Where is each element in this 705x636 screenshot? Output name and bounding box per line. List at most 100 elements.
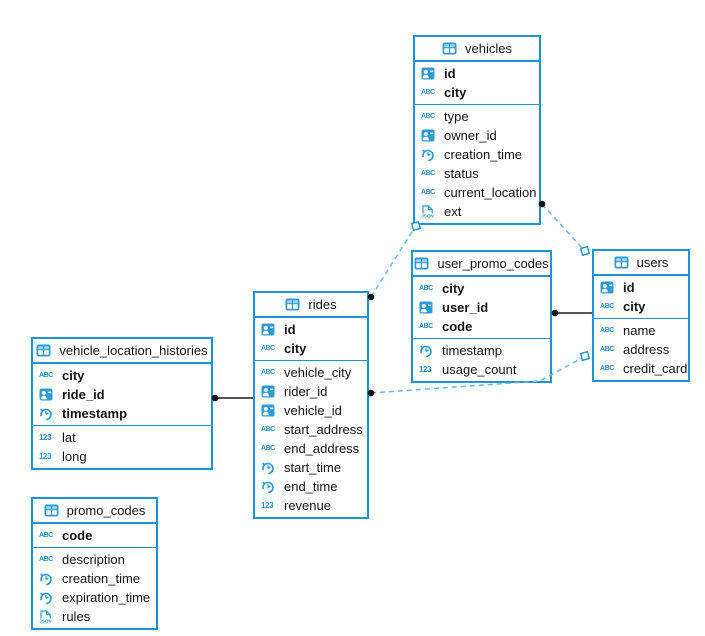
number-icon: 123 (419, 364, 432, 374)
field-row[interactable]: user_id (413, 298, 550, 317)
field-name: city (62, 368, 85, 383)
field-row[interactable]: id (415, 64, 539, 83)
timestamp-icon (39, 572, 57, 586)
table-title: user_promo_codes (437, 256, 549, 271)
string-icon: ABC (419, 323, 433, 330)
table-header[interactable]: promo_codes (33, 499, 156, 524)
field-row[interactable]: expiration_time (33, 588, 156, 607)
field-row[interactable]: id (255, 320, 367, 339)
string-icon: ABC (600, 327, 614, 334)
field-name: long (62, 449, 87, 464)
field-row[interactable]: timestamp (33, 404, 211, 423)
fields-section: timestamp 123 usage_count (413, 339, 550, 381)
number-icon: 123 (39, 432, 52, 442)
field-name: usage_count (442, 362, 517, 377)
uuid-icon (419, 301, 437, 314)
table-icon (414, 257, 432, 270)
table-title: vehicles (465, 41, 512, 56)
table-header[interactable]: user_promo_codes (413, 252, 550, 277)
relationship-end-dot (551, 309, 559, 317)
table-icon (285, 298, 303, 311)
timestamp-icon (261, 461, 279, 475)
uuid-icon (261, 404, 279, 417)
field-row[interactable]: start_time (255, 458, 367, 477)
table-header[interactable]: vehicle_location_histories (33, 339, 211, 364)
field-name: creation_time (444, 147, 523, 162)
table-header[interactable]: vehicles (415, 37, 539, 62)
string-icon: ABC (421, 170, 435, 177)
field-name: start_time (284, 460, 342, 475)
svg-text:JSON: JSON (39, 618, 52, 623)
field-name: vehicle_id (284, 403, 342, 418)
uuid-icon (600, 281, 618, 294)
field-row[interactable]: ride_id (33, 385, 211, 404)
string-icon: ABC (261, 426, 275, 433)
timestamp-icon (419, 344, 437, 358)
field-name: description (62, 552, 125, 567)
field-row[interactable]: vehicle_id (255, 401, 367, 420)
field-name: id (444, 66, 456, 81)
string-icon: ABC (600, 303, 614, 310)
field-row[interactable]: rider_id (255, 382, 367, 401)
field-row[interactable]: id (594, 278, 688, 297)
field-row[interactable]: owner_id (415, 126, 539, 145)
uuid-icon (421, 129, 439, 142)
field-row[interactable]: 123 usage_count (413, 360, 550, 379)
field-row[interactable]: creation_time (33, 569, 156, 588)
field-name: creation_time (62, 571, 141, 586)
field-name: city (444, 85, 467, 100)
table-header[interactable]: users (594, 251, 688, 276)
table-header[interactable]: rides (255, 293, 367, 318)
field-row[interactable]: 123 revenue (255, 496, 367, 515)
number-icon: 123 (261, 500, 274, 510)
relationship-vehicles-users[interactable] (541, 203, 584, 250)
uuid-icon (39, 388, 57, 401)
field-name: revenue (284, 498, 331, 513)
field-row[interactable]: timestamp (413, 341, 550, 360)
field-name: expiration_time (62, 590, 151, 605)
field-row[interactable]: creation_time (415, 145, 539, 164)
field-name: start_address (284, 422, 363, 437)
field-row[interactable]: ABC start_address (255, 420, 367, 439)
table-title: vehicle_location_histories (59, 343, 208, 358)
string-icon: ABC (39, 532, 53, 539)
field-name: owner_id (444, 128, 497, 143)
relationship-rides-vehicles[interactable] (370, 226, 416, 298)
field-row[interactable]: end_time (255, 477, 367, 496)
timestamp-icon (421, 148, 439, 162)
